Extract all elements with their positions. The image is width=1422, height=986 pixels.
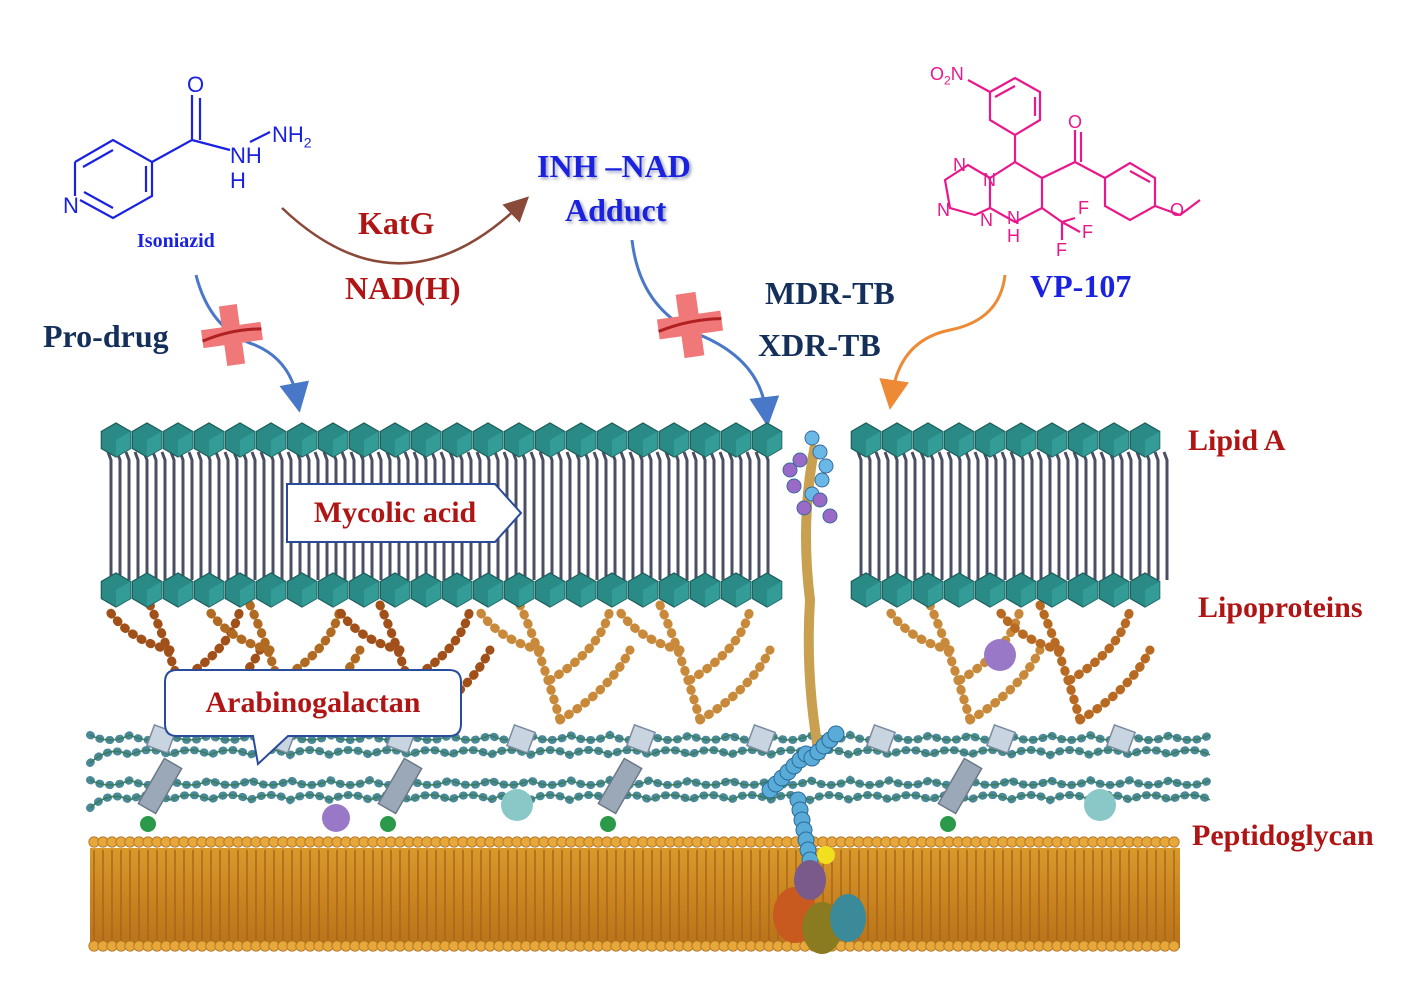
isoniazid-o-atom: O <box>187 72 205 97</box>
xdr-tb-label: XDR-TB <box>758 327 881 363</box>
peptidoglycan-label: Peptidoglycan <box>1192 819 1374 852</box>
vp107-f1: F <box>1078 198 1089 218</box>
vp107-n3: N <box>937 200 950 220</box>
isoniazid-nh2-atom: NH2 <box>272 122 312 150</box>
prodrug-label: Pro-drug <box>43 318 169 354</box>
enzyme-icon <box>322 639 1116 832</box>
mycolic-callout-box <box>286 483 523 543</box>
vp107-no2-n: N <box>950 64 964 84</box>
block-cross-icon <box>656 291 724 359</box>
vp107-structure <box>943 76 1201 240</box>
vp107-methoxy-o: O <box>1170 200 1185 220</box>
isoniazid-structure <box>73 95 271 220</box>
vp107-nh-h: H <box>1007 226 1020 246</box>
mycolic-layer-right <box>850 422 1169 608</box>
vp107-no2-o: O <box>930 64 945 84</box>
vp107-n1: N <box>953 155 966 175</box>
mycolic-layer-left <box>100 422 783 608</box>
lipoproteins-label: Lipoproteins <box>1198 591 1363 624</box>
porin-channel <box>761 430 866 954</box>
katg-label: KatG <box>358 205 435 241</box>
vp107-no2-sub: 2 <box>944 73 951 88</box>
block-cross-icon <box>201 304 263 366</box>
vp107-name: VP-107 <box>1030 268 1132 304</box>
peptidoglycan-mesh <box>86 723 1214 832</box>
prodrug-arrow <box>194 274 310 413</box>
arabinogalactan-label: Arabinogalactan <box>205 686 421 719</box>
isoniazid-n-ring-atom: N <box>63 193 79 218</box>
vp107-f3: F <box>1056 240 1067 260</box>
mycolic-acid-label: Mycolic acid <box>313 496 477 529</box>
mdr-tb-label: MDR-TB <box>765 275 895 311</box>
isoniazid-nh-atom: NH <box>230 145 262 167</box>
vp107-nh-n: N <box>1007 208 1020 228</box>
vp107-f2: F <box>1082 222 1093 242</box>
isoniazid-h-atom: H <box>230 168 246 193</box>
plasma-membrane <box>88 836 1180 952</box>
vp107-n4: N <box>980 210 993 230</box>
vp107-carbonyl-o: O <box>1068 112 1083 132</box>
isoniazid-nh2-sub: 2 <box>303 134 312 151</box>
isoniazid-n-atom: NH <box>230 143 262 168</box>
isoniazid-name: Isoniazid <box>137 230 215 252</box>
arabinogalactan-callout-box <box>164 669 462 766</box>
vp107-n2: N <box>983 170 996 190</box>
katg-arrow <box>281 196 530 265</box>
isoniazid-nh2-text: NH <box>272 122 304 147</box>
nadh-label: NAD(H) <box>345 270 461 306</box>
adduct-line1: INH –NAD <box>537 148 691 184</box>
vp107-no2-group: O2N <box>930 64 964 88</box>
vp107-arrow <box>879 274 1007 410</box>
lipid-a-label: Lipid A <box>1188 424 1286 457</box>
adduct-line2: Adduct <box>565 192 667 228</box>
